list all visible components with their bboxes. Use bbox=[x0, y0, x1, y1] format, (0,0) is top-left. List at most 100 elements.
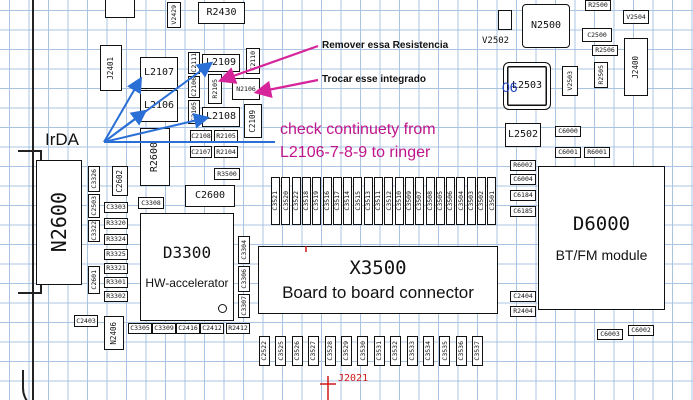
component-n2500: N2500 bbox=[522, 4, 570, 48]
capacitor-c3503: C3503 bbox=[466, 177, 476, 225]
capacitor-c3512: C3512 bbox=[384, 177, 394, 225]
component-c2109: C2109 bbox=[244, 104, 262, 138]
component-r2404: R2404 bbox=[510, 306, 536, 317]
component-c3304: C3304 bbox=[238, 236, 250, 264]
component-r2412: R2412 bbox=[226, 323, 250, 334]
component-c2601: C2601 bbox=[88, 266, 100, 294]
component-c6004: C6004 bbox=[510, 174, 536, 185]
component-c2503: C2503 bbox=[88, 194, 100, 218]
component-c6002: C6002 bbox=[628, 325, 654, 336]
component-c2602: C2602 bbox=[112, 166, 128, 196]
capacitor-c3515: C3515 bbox=[353, 177, 363, 225]
component-r2500: R2500 bbox=[585, 0, 611, 11]
capacitor-c3504: C3504 bbox=[456, 177, 466, 225]
magenta-arrow-resistor bbox=[217, 44, 319, 84]
label-irda: IrDA bbox=[45, 130, 79, 149]
component-v2429: V2429 bbox=[167, 2, 181, 28]
annotation-remove-resistor: Remover essa Resistencia bbox=[322, 40, 449, 51]
component-n2600: N2600 bbox=[36, 160, 82, 285]
component-r3302: R3302 bbox=[104, 291, 128, 302]
inductor-l2502: L2502 bbox=[505, 123, 541, 147]
capacitor-c3534: C3534 bbox=[423, 336, 434, 366]
component-c6003: C6003 bbox=[597, 329, 623, 340]
capacitor-c3518: C3518 bbox=[301, 177, 311, 225]
component-v2504: V2504 bbox=[623, 10, 649, 24]
component-r3321: R3321 bbox=[104, 263, 128, 274]
component-top-right-partial bbox=[498, 10, 512, 30]
component-c3309: C3309 bbox=[152, 323, 176, 334]
capacitor-c3516: C3516 bbox=[322, 177, 332, 225]
label-board-to-board: Board to board connector bbox=[282, 283, 474, 302]
capacitor-c3520: C3520 bbox=[281, 177, 291, 225]
capacitor-c3511: C3511 bbox=[374, 177, 383, 225]
component-r6001: R6001 bbox=[584, 147, 610, 158]
component-c2500: C2500 bbox=[582, 28, 612, 42]
capacitor-c3513: C3513 bbox=[363, 177, 373, 225]
annotation-replace-ic: Trocar esse integrado bbox=[322, 74, 426, 85]
component-c2600: C2600 bbox=[185, 185, 235, 207]
capacitor-c3510: C3510 bbox=[394, 177, 404, 225]
d6000-code: D6000 bbox=[572, 212, 631, 235]
capacitor-c3501: C3501 bbox=[487, 177, 497, 225]
component-c2107: C2107 bbox=[190, 146, 212, 158]
component-v2502: V2502 bbox=[482, 36, 510, 46]
component-r2600: R2600 bbox=[140, 128, 170, 186]
component-c2403: C2403 bbox=[74, 315, 98, 327]
component-r3325: R3325 bbox=[104, 249, 128, 260]
capacitor-c3517: C3517 bbox=[332, 177, 342, 225]
component-r2430: R2430 bbox=[198, 2, 245, 24]
magenta-arrow-group bbox=[217, 44, 319, 99]
capacitor-c3519: C3519 bbox=[312, 177, 322, 225]
component-c6185: C6185 bbox=[510, 206, 536, 217]
component-j2400: J2400 bbox=[624, 38, 648, 96]
tag-06: 06 bbox=[502, 79, 518, 95]
component-r3500: R3500 bbox=[214, 168, 240, 180]
blue-arrow-l2107 bbox=[103, 76, 143, 143]
component-c6000: C6000 bbox=[555, 126, 581, 137]
component-c6001: C6001 bbox=[555, 147, 581, 158]
label-hw-accelerator: HW-accelerator bbox=[145, 276, 229, 290]
component-r2506: R2506 bbox=[592, 45, 618, 56]
inductor-l2503: L2503 bbox=[503, 62, 551, 110]
ic-n2106-target: N2106 bbox=[232, 78, 260, 100]
component-c3308: C3308 bbox=[138, 197, 164, 209]
component-c3305: C3305 bbox=[128, 323, 152, 334]
label-bt-fm: BT/FM module bbox=[555, 246, 648, 263]
capacitor-c3536: C3536 bbox=[455, 336, 467, 366]
capacitor-c3533: C3533 bbox=[406, 336, 418, 366]
blue-arrow-group bbox=[103, 61, 275, 143]
capacitor-c3507: C3507 bbox=[415, 177, 425, 225]
component-c3307: C3307 bbox=[238, 294, 250, 318]
component-v2503: V2503 bbox=[562, 66, 578, 96]
d3300-code: D3300 bbox=[162, 243, 212, 262]
capacitor-c3522: C3522 bbox=[291, 177, 301, 225]
component-r3320: R3320 bbox=[104, 218, 128, 229]
capacitor-c3509: C3509 bbox=[404, 177, 414, 225]
component-c2404: C2404 bbox=[510, 291, 536, 302]
capacitor-c3535: C3535 bbox=[439, 336, 451, 366]
capacitor-c3505: C3505 bbox=[435, 177, 445, 225]
component-r3301: R3301 bbox=[104, 277, 128, 288]
ic-d3300: D3300 HW-accelerator bbox=[140, 213, 234, 321]
ic-d6000: D6000 BT/FM module bbox=[538, 166, 665, 310]
annotation-check-line1: check continuety from bbox=[280, 121, 436, 138]
component-r3324: R3324 bbox=[104, 234, 128, 245]
d3300-pin1-dot bbox=[218, 304, 227, 313]
board-edge bbox=[24, 0, 34, 400]
component-r2104: R2104 bbox=[214, 146, 238, 158]
capacitor-c3506: C3506 bbox=[446, 177, 456, 225]
connector-x3500: X3500 Board to board connector bbox=[258, 246, 498, 314]
component-r6002: R6002 bbox=[510, 160, 536, 171]
red-cross-mark bbox=[320, 376, 336, 400]
capacitor-c2522: C2522 bbox=[259, 336, 270, 366]
capacitor-c3531: C3531 bbox=[373, 336, 385, 366]
capacitor-c3529: C3529 bbox=[341, 336, 352, 366]
capacitor-c3521: C3521 bbox=[271, 177, 280, 225]
component-c6184: C6184 bbox=[510, 190, 536, 201]
capacitor-c3508: C3508 bbox=[425, 177, 435, 225]
capacitor-c3514: C3514 bbox=[343, 177, 353, 225]
component-c3306: C3306 bbox=[238, 266, 250, 292]
component-j2021: J2021 bbox=[338, 373, 369, 384]
board-bottom-curve bbox=[22, 370, 64, 400]
